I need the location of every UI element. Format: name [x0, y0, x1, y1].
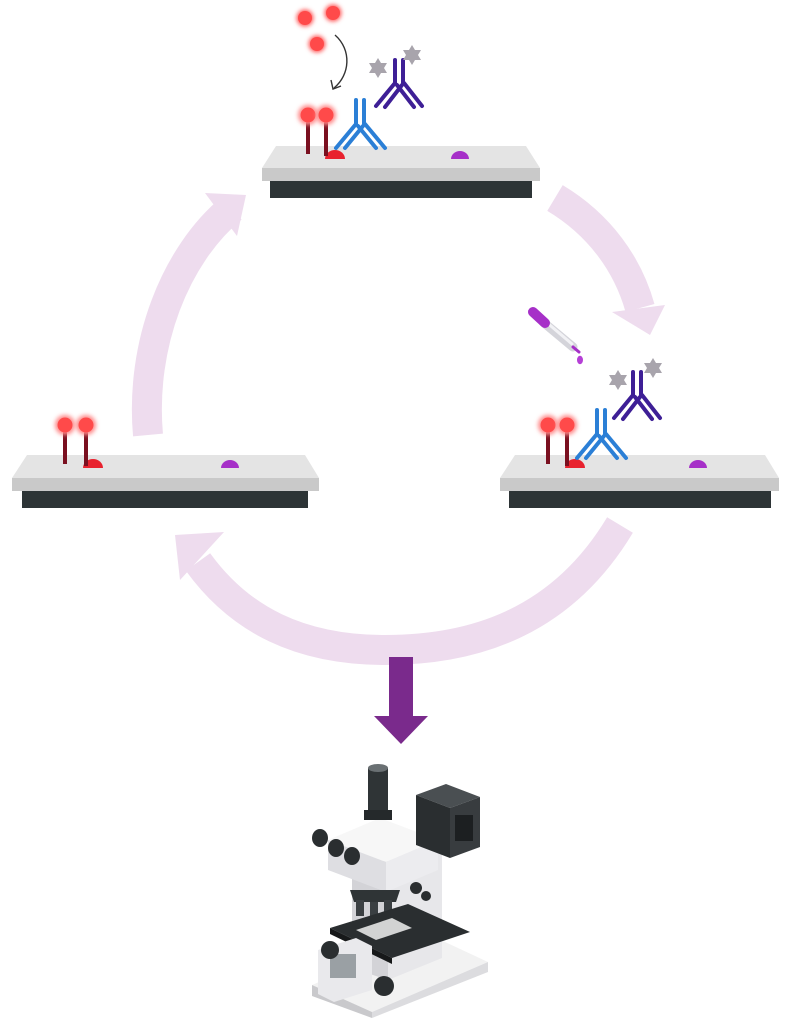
cycle-arrows [131, 185, 665, 666]
probe-fluorophore [559, 417, 575, 433]
slide-top-base [270, 181, 532, 198]
fluor-tag-icon [644, 358, 662, 378]
microscope-base-side [372, 962, 488, 1018]
microscope-nosepiece [350, 890, 400, 902]
primary-antibody [334, 98, 387, 150]
bound-probe-pair [298, 105, 336, 156]
primary-antibody [575, 408, 628, 460]
incoming-fluorophores [296, 4, 342, 53]
slide-right-surface [500, 455, 779, 478]
dropper-icon [528, 307, 583, 365]
slide-right-edge [500, 478, 779, 491]
target-antigen-purple [451, 151, 469, 159]
cycle-arrowhead-right [612, 305, 665, 335]
slide-top [262, 4, 540, 198]
fluor-tag-icon [609, 370, 627, 390]
binding-curve-arrowhead [330, 79, 342, 90]
microscope-focus-knob-small [421, 891, 431, 901]
microscope-stage-slide [356, 918, 412, 940]
microscope-tube [368, 768, 388, 818]
slide-left-edge [12, 478, 319, 491]
target-antigen-purple [221, 460, 239, 468]
bound-probe-pair [55, 415, 96, 466]
cycle-arrow-left-to-top [131, 196, 242, 437]
dropper-bulb [528, 307, 550, 328]
microscope-head-side [386, 840, 438, 892]
free-fluorophore [326, 6, 340, 20]
slide-left [12, 415, 319, 508]
probe-fluorophore [57, 417, 73, 433]
target-antigen-red [325, 150, 345, 159]
slide-top-edge [262, 168, 540, 181]
fluor-tag-icon [403, 45, 421, 65]
microscope-camera-window [455, 815, 473, 841]
microscope-tube-top [368, 764, 388, 772]
target-antigen-purple [689, 460, 707, 468]
microscope-focus-knob-small [410, 882, 422, 894]
probe-stem [63, 428, 67, 464]
probe-fluorophore [318, 107, 334, 123]
dropper-tip [571, 345, 581, 354]
cycle-arrow-right-to-left [185, 517, 633, 666]
target-antigen-red [565, 459, 585, 468]
slide-left-surface [12, 455, 319, 478]
binding-curve-arrow [333, 34, 348, 89]
microscope-camera-top [416, 784, 480, 808]
microscope-objective [370, 902, 378, 920]
microscope-icon [312, 764, 488, 1018]
secondary-antibody [612, 370, 662, 421]
microscope-camera-front [416, 795, 450, 858]
microscope-eyepiece [312, 829, 328, 847]
probe-stem [306, 118, 310, 154]
microscope-head-top [328, 818, 438, 862]
probe-stem [565, 428, 569, 466]
probe-fluorophore [300, 107, 316, 123]
dropper-drop [577, 355, 583, 365]
free-fluorophore [310, 37, 324, 51]
microscope-eyepiece [328, 839, 344, 857]
microscope-eyepiece [344, 847, 360, 865]
microscope-objective [384, 900, 392, 916]
probe-stem [324, 118, 328, 156]
fluor-tag-icon [369, 58, 387, 78]
microscope-lamp-window [330, 954, 356, 978]
microscope-focus-knob [374, 976, 394, 996]
probe-fluorophore [540, 417, 556, 433]
slide-left-base [22, 491, 308, 508]
slide-right-base [509, 491, 771, 508]
microscope-objective [356, 900, 364, 916]
secondary-antibody [374, 58, 424, 109]
microscope-tube-collar [364, 810, 392, 820]
probe-stem [546, 428, 550, 464]
output-arrow [374, 657, 428, 744]
output-arrow-shaft [389, 657, 413, 719]
microscope-focus-knob [321, 941, 339, 959]
cycle-arrowhead-top [205, 193, 246, 236]
probe-fluorophore [78, 417, 94, 433]
cycle-arrowhead-left [175, 532, 224, 580]
cycle-arrow-top-to-right [547, 185, 655, 313]
probe-stem [84, 428, 88, 466]
bound-probe-pair [538, 415, 577, 466]
free-fluorophore [298, 11, 312, 25]
slide-top-surface [262, 146, 540, 168]
output-arrowhead [374, 716, 428, 744]
slide-right [500, 307, 779, 508]
